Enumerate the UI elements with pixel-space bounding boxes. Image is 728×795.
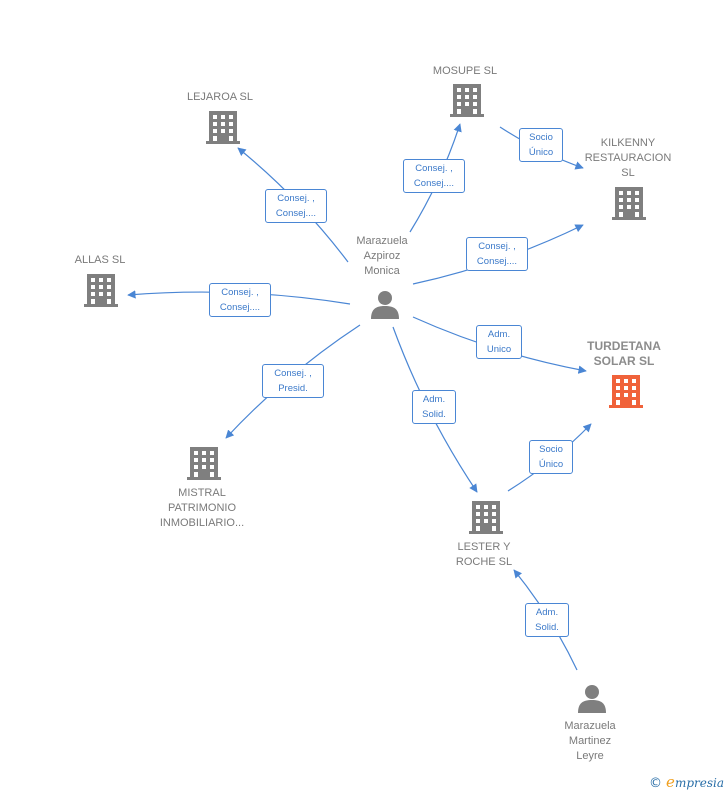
edge-layer [127,123,592,671]
edge-label-lester-to-turdetana[interactable]: Socio Único [529,440,573,474]
person-icon-marazuela-martinez[interactable] [578,685,606,713]
edge-label-marazuela-azpiroz-to-mosupe[interactable]: Consej. , Consej.... [403,159,465,193]
building-icon-mosupe[interactable] [450,84,484,117]
footer-brand: ©empresia [649,773,724,791]
edge-label-marazuela-martinez-to-lester[interactable]: Adm. Solid. [525,603,569,637]
node-label-allas[interactable]: ALLAS SL [74,254,126,266]
node-label-lejaroa[interactable]: LEJAROA SL [186,91,254,103]
building-icon-mistral[interactable] [187,447,221,480]
edge-label-marazuela-azpiroz-to-lester[interactable]: Adm. Solid. [412,390,456,424]
node-label-lester[interactable]: LESTER Y ROCHE SL [455,541,513,568]
node-label-kilkenny[interactable]: KILKENNY RESTAURACION SL [584,137,672,179]
node-label-turdetana[interactable]: TURDETANA SOLAR SL [587,339,661,368]
person-icon-marazuela-azpiroz[interactable] [371,291,399,319]
brand-logo-initial: e [666,773,675,791]
node-label-marazuela-azpiroz[interactable]: Marazuela Azpiroz Monica [356,235,408,277]
building-icon-turdetana[interactable] [609,375,643,408]
edge-label-marazuela-azpiroz-to-turdetana[interactable]: Adm. Unico [476,325,522,359]
node-label-marazuela-martinez[interactable]: Marazuela Martinez Leyre [564,720,616,762]
edge-label-marazuela-azpiroz-to-allas[interactable]: Consej. , Consej.... [209,283,271,317]
building-icon-allas[interactable] [84,274,118,307]
node-label-mosupe[interactable]: MOSUPE SL [432,65,498,77]
building-icon-lester[interactable] [469,501,503,534]
building-icon-lejaroa[interactable] [206,111,240,144]
edge-label-marazuela-azpiroz-to-mistral[interactable]: Consej. , Presid. [262,364,324,398]
edge-label-marazuela-azpiroz-to-lejaroa[interactable]: Consej. , Consej.... [265,189,327,223]
brand-logo-rest: mpresia [674,776,724,790]
edge-label-marazuela-azpiroz-to-kilkenny[interactable]: Consej. , Consej.... [466,237,528,271]
edge-label-mosupe-to-kilkenny[interactable]: Socio Único [519,128,563,162]
copyright-symbol: © [649,776,663,791]
node-label-mistral[interactable]: MISTRAL PATRIMONIO INMOBILIARIO... [159,487,245,529]
building-icon-kilkenny[interactable] [612,187,646,220]
